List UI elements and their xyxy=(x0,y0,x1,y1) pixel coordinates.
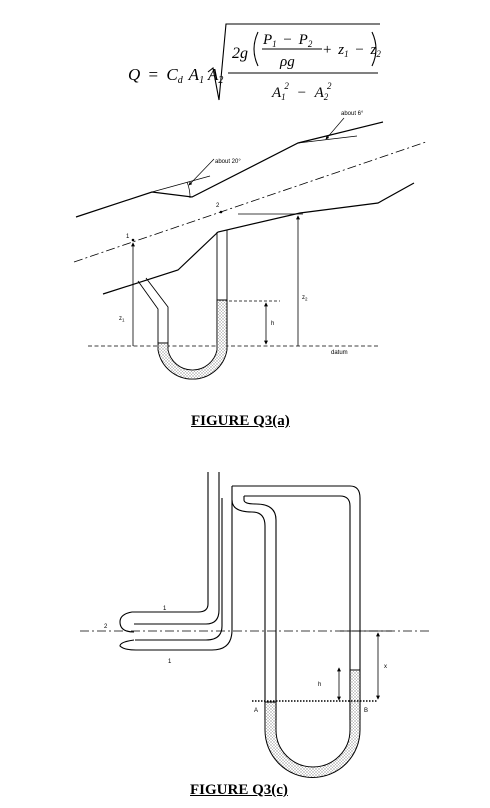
figure-q3c xyxy=(80,472,430,778)
manometer-tube-outer xyxy=(232,485,361,720)
label-h: h xyxy=(318,682,321,688)
venturi-equation: Q = Cd A1 A2 2g P1 − P2 ρg + z1 − z2 A1 … xyxy=(128,23,381,104)
eq-rho-g: ρg xyxy=(279,54,295,70)
z1-label: z1 xyxy=(119,316,125,323)
manometer-left-tube-inner xyxy=(145,277,169,343)
pipe-upper-wall xyxy=(75,121,384,218)
caption-q3c: FIGURE Q3(c) xyxy=(190,782,288,798)
eq-cd: C xyxy=(166,65,178,84)
eq-equals: = xyxy=(149,65,159,84)
z2-label: z2 xyxy=(302,295,308,302)
manometer-left-tube-outer xyxy=(137,280,159,343)
figure-q3a xyxy=(73,117,427,380)
point-1-label: 1 xyxy=(126,234,130,240)
manometer-fluid xyxy=(157,299,228,380)
manometer-fluid-c xyxy=(264,669,361,778)
label-2: 2 xyxy=(104,624,108,630)
figure-q3c-labels: 1 2 1 h x A B xyxy=(104,606,387,714)
angle-20-label: about 20° xyxy=(215,159,241,165)
probe-outer-wall xyxy=(119,472,209,633)
pipe-lower-wall xyxy=(102,182,415,295)
label-B: B xyxy=(364,708,368,714)
datum-label: datum xyxy=(331,350,348,356)
svg-text:Q = Cd A1: Q = Cd A1 A2 xyxy=(128,65,223,87)
angle-20-leader xyxy=(188,158,215,186)
caption-q3a: FIGURE Q3(a) xyxy=(191,413,290,429)
point-2-label: 2 xyxy=(216,203,220,209)
manometer-tube-inner xyxy=(244,495,351,720)
eq-a1: A xyxy=(188,65,200,84)
svg-text:P1 − P2: P1 − P2 xyxy=(262,32,313,51)
sqrt-sign xyxy=(207,23,380,101)
figure-q3a-labels: about 20° about 6° 1 2 z1 z2 h datum xyxy=(119,111,364,356)
svg-text:+ z1 − z2: + z1 − z2 xyxy=(323,42,381,61)
pipe-centreline xyxy=(73,141,427,263)
label-1-top: 1 xyxy=(163,606,167,612)
probe-inner-wall xyxy=(134,472,220,625)
eq-lhs: Q xyxy=(128,65,140,84)
eq-denominator: A1 2 − A2 2 xyxy=(271,77,332,104)
label-x: x xyxy=(384,664,387,670)
h-label: h xyxy=(271,321,274,327)
angle-6-leader xyxy=(325,117,345,140)
label-A: A xyxy=(254,708,258,714)
angle-6-label: about 6° xyxy=(341,111,364,117)
eq-two-g: 2g xyxy=(232,45,248,62)
label-1-bottom: 1 xyxy=(168,659,172,665)
